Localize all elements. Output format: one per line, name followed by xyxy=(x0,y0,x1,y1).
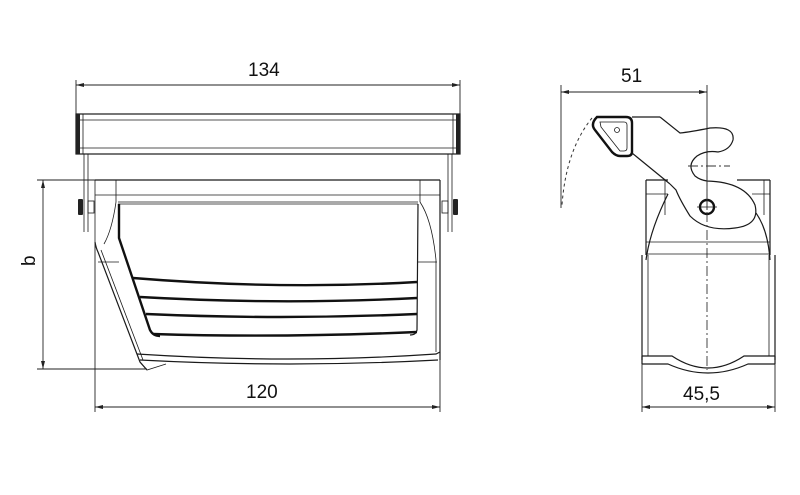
side-view xyxy=(560,85,776,412)
lever-swing-arc xyxy=(561,117,593,206)
dimension-label-b: b xyxy=(19,255,40,266)
locking-lever-bar xyxy=(75,113,461,155)
dimension-label-45-5: 45,5 xyxy=(683,384,720,405)
housing-side xyxy=(641,179,776,374)
dimension-51 xyxy=(560,85,708,210)
lever-cam xyxy=(669,140,757,370)
lever-grip xyxy=(591,115,734,185)
housing-body xyxy=(94,179,441,371)
dimension-label-120: 120 xyxy=(246,382,278,403)
dimension-120 xyxy=(94,242,441,412)
dimension-45-5 xyxy=(641,364,776,412)
dimension-label-51: 51 xyxy=(621,66,643,87)
dimension-b xyxy=(37,179,147,370)
dimension-label-134: 134 xyxy=(248,60,280,81)
lever-arms xyxy=(78,154,458,232)
front-view xyxy=(37,80,461,412)
dimension-134 xyxy=(75,80,461,118)
